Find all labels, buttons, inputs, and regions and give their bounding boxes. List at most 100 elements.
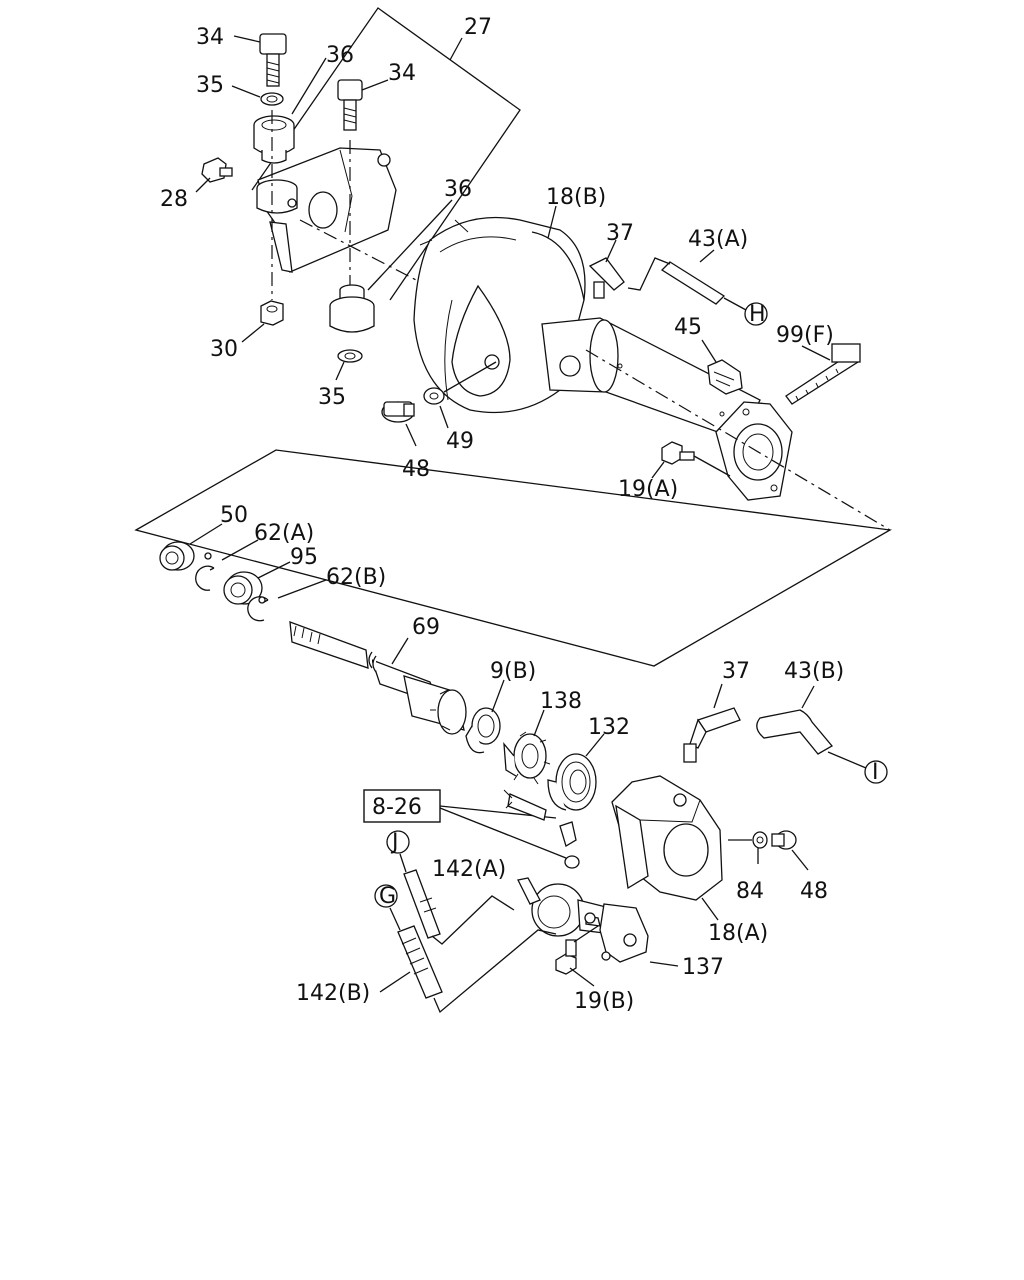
- leader-62b: [277, 579, 327, 599]
- leader-19a: [651, 461, 665, 479]
- leader-G: [389, 907, 401, 931]
- breather-37-b: [683, 707, 741, 763]
- shaft-69: [289, 621, 467, 735]
- leader-48a: [405, 423, 417, 447]
- label-62a: 62(A): [254, 521, 314, 546]
- leader-69: [391, 637, 409, 665]
- diff-housing-18b: [413, 216, 586, 414]
- leader-36b: [367, 199, 453, 291]
- hose-142a: [403, 869, 441, 939]
- leader-49: [439, 405, 449, 429]
- label-48a: 48: [402, 457, 430, 482]
- bearing-95: [223, 571, 263, 605]
- leader-132: [585, 733, 605, 757]
- snap-ring-62a: [195, 565, 215, 591]
- ref-label-J: J: [390, 830, 399, 855]
- band-99f: [785, 343, 861, 405]
- ref-label-H: H: [749, 302, 766, 327]
- axle-tube: [541, 317, 761, 441]
- washer-35-b: [337, 349, 363, 363]
- label-35b: 35: [318, 385, 346, 410]
- label-142a: 142(A): [432, 857, 506, 882]
- label-9b: 9(B): [490, 659, 536, 684]
- leader-34a: [233, 35, 261, 43]
- breather-37-a: [588, 257, 625, 299]
- label-8-26: 8-26: [372, 795, 422, 820]
- leader-48b: [791, 849, 809, 871]
- label-95: 95: [290, 545, 318, 570]
- leader-99f: [801, 345, 831, 361]
- switch-connector: [503, 789, 580, 869]
- label-62b: 62(B): [326, 565, 386, 590]
- label-99f: 99(F): [776, 323, 834, 348]
- leader-137: [649, 961, 679, 967]
- leader-I: [827, 751, 867, 769]
- ref-circle-J: [386, 830, 410, 854]
- bushing-36-b: [329, 284, 375, 333]
- leader-19b: [569, 967, 595, 987]
- ref-label-G: G: [379, 884, 396, 909]
- hose-43a: [660, 261, 726, 305]
- label-34a: 34: [196, 25, 224, 50]
- bolt-34-a: [259, 33, 287, 87]
- label-43a: 43(A): [688, 227, 748, 252]
- axis-19b: [573, 925, 599, 943]
- ref-circle-I: [864, 760, 888, 784]
- label-45: 45: [674, 315, 702, 340]
- label-142b: 142(B): [296, 981, 370, 1006]
- bushing-36-a: [253, 115, 295, 164]
- axis-49: [443, 361, 497, 393]
- clip-45: [707, 359, 743, 395]
- label-137: 137: [682, 955, 724, 980]
- leader-43a: [699, 249, 715, 263]
- bracket-group-outline: [251, 7, 521, 301]
- label-43b: 43(B): [784, 659, 844, 684]
- shaft-group-outline: [134, 449, 892, 667]
- label-37b: 37: [722, 659, 750, 684]
- label-19a: 19(A): [618, 477, 678, 502]
- diff-housing-18a: [611, 775, 723, 901]
- leader-95: [257, 561, 291, 579]
- ref-circle-G: [374, 884, 398, 908]
- leader-28: [195, 177, 211, 193]
- ref-box-8-26: [363, 789, 441, 823]
- leader-34b: [361, 79, 389, 91]
- leader-142b: [379, 971, 411, 993]
- leader-36a: [291, 57, 327, 115]
- label-30: 30: [210, 337, 238, 362]
- leader-30: [241, 323, 265, 343]
- hose-142b: [397, 925, 443, 999]
- seal-50: [159, 541, 195, 571]
- bearing-9b: [465, 707, 501, 754]
- actuator-137: [531, 883, 649, 963]
- bolt-19b: [555, 939, 577, 975]
- axis-line-diagonal: [299, 219, 421, 283]
- washer-84: [752, 831, 768, 849]
- label-35a: 35: [196, 73, 224, 98]
- leader-H: [723, 297, 747, 311]
- label-27: 27: [464, 15, 492, 40]
- label-48b: 48: [800, 879, 828, 904]
- hose-path-142a: [431, 895, 515, 945]
- bolt-34-b: [337, 79, 363, 131]
- leader-18b: [547, 205, 557, 239]
- label-49: 49: [446, 429, 474, 454]
- hose-path-142b: [433, 929, 557, 1014]
- label-138: 138: [540, 689, 582, 714]
- bolt-19a: [661, 441, 695, 465]
- label-36a: 36: [326, 43, 354, 68]
- leader-9b: [491, 679, 505, 713]
- label-37a: 37: [606, 221, 634, 246]
- drain-plug-48-a: [381, 401, 415, 423]
- leader-138: [533, 709, 545, 737]
- bolt-48-b: [771, 830, 797, 850]
- label-18a: 18(A): [708, 921, 768, 946]
- nut-30: [260, 300, 284, 326]
- leader-J: [399, 853, 407, 873]
- axis-19a: [693, 455, 731, 477]
- leader-35a: [231, 85, 261, 98]
- label-69: 69: [412, 615, 440, 640]
- hose-43b: [756, 709, 833, 755]
- axle-flange: [715, 401, 793, 501]
